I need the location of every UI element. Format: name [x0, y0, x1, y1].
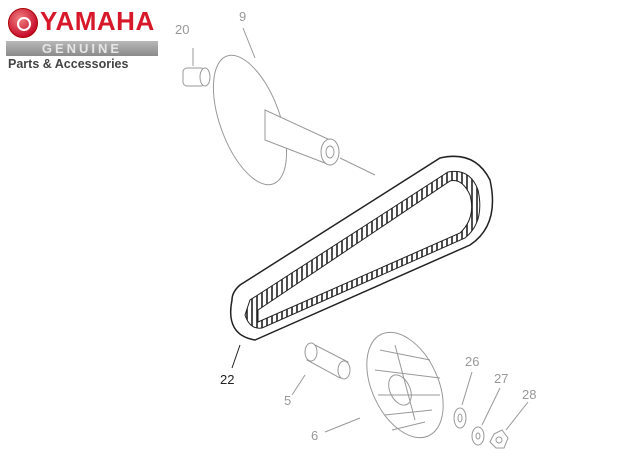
- logo-brand: YAMAHA: [40, 6, 155, 36]
- part-22-v-belt[interactable]: [230, 155, 494, 369]
- part-20-bearing[interactable]: [182, 48, 211, 87]
- part-9-secondary-sheave[interactable]: [199, 27, 376, 194]
- logo-tagline: Parts & Accessories: [8, 57, 129, 71]
- part-27-washer[interactable]: [471, 387, 501, 446]
- part-6-primary-sheave[interactable]: [324, 320, 459, 449]
- callout-22[interactable]: 22: [220, 372, 235, 387]
- logo-genuine: GENUINE: [6, 41, 158, 56]
- callout-5[interactable]: 5: [284, 393, 292, 408]
- callout-26[interactable]: 26: [465, 354, 480, 369]
- callout-28[interactable]: 28: [522, 387, 537, 402]
- part-28-nut[interactable]: [489, 401, 529, 449]
- part-5-collar[interactable]: [291, 342, 351, 396]
- part-26-washer[interactable]: [453, 371, 473, 429]
- yamaha-genuine-logo: YAMAHA GENUINE Parts & Accessories: [6, 6, 158, 71]
- callout-27[interactable]: 27: [494, 371, 509, 386]
- tuning-fork-emblem-icon: [8, 8, 38, 38]
- callout-20[interactable]: 20: [175, 22, 190, 37]
- callout-9[interactable]: 9: [239, 9, 247, 24]
- callout-6[interactable]: 6: [311, 428, 319, 443]
